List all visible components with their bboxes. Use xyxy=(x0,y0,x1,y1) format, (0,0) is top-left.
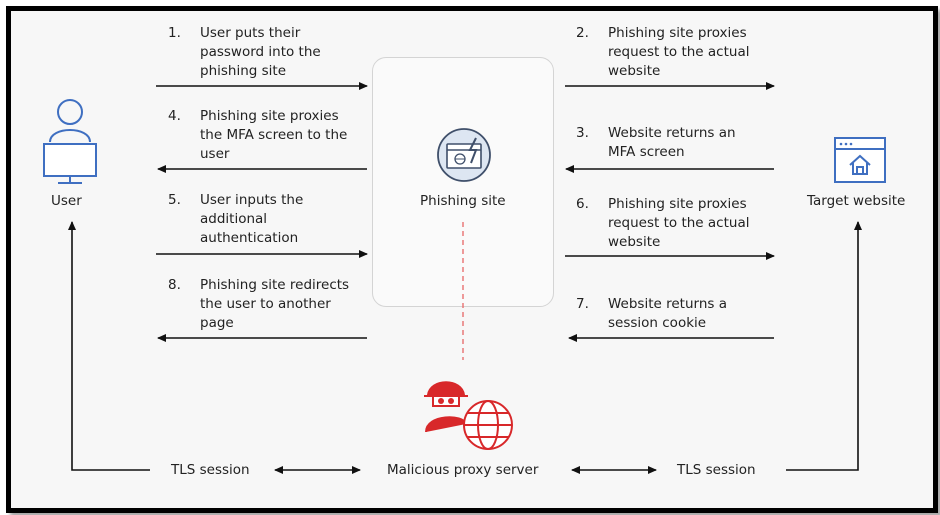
step-6-text: Phishing site proxies request to the act… xyxy=(608,196,750,250)
user-label: User xyxy=(51,193,82,209)
step-7-text: Website returns a session cookie xyxy=(608,296,727,331)
tls-session-right-label: TLS session xyxy=(677,462,756,478)
website-home-icon xyxy=(834,137,886,183)
phishing-site-label: Phishing site xyxy=(420,193,506,209)
phishing-site-box xyxy=(372,57,554,307)
step-1-number: 1. xyxy=(168,25,181,41)
step-8-number: 8. xyxy=(168,277,181,293)
tls-right-line xyxy=(786,221,862,471)
step-6-number: 6. xyxy=(576,196,589,212)
step-8-text: Phishing site redirects the user to anot… xyxy=(200,277,350,331)
phishing-site-icon xyxy=(437,128,491,182)
user-computer-icon xyxy=(43,99,97,184)
step-4-number: 4. xyxy=(168,108,181,124)
step-3-number: 3. xyxy=(576,125,589,141)
hacker-globe-icon xyxy=(424,381,513,450)
tls-left-line xyxy=(68,221,150,471)
tls-session-left-label: TLS session xyxy=(171,462,250,478)
step-5-text: User inputs the additional authenticatio… xyxy=(200,192,304,246)
step-5-number: 5. xyxy=(168,192,181,208)
step-3-text: Website returns an MFA screen xyxy=(608,125,736,160)
step-1-text: User puts their password into the phishi… xyxy=(200,25,321,79)
target-website-label: Target website xyxy=(807,193,906,209)
step-7-number: 7. xyxy=(576,296,589,312)
proxy-server-label: Malicious proxy server xyxy=(387,462,539,478)
step-2-number: 2. xyxy=(576,25,589,41)
step-4-text: Phishing site proxies the MFA screen to … xyxy=(200,108,348,162)
step-2-text: Phishing site proxies request to the act… xyxy=(608,25,750,79)
